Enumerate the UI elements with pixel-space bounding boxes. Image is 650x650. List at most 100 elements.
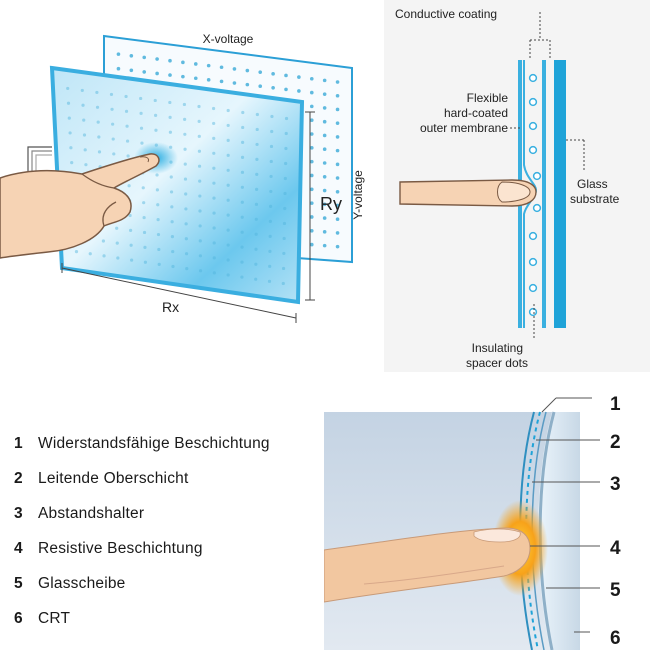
spacer-dot: [128, 213, 132, 218]
spacer-dot: [226, 108, 230, 113]
legend-number: 5: [14, 574, 23, 592]
spacer-dot: [335, 148, 340, 153]
spacer-dot: [254, 262, 258, 266]
legend-text: Glasscheibe: [38, 574, 126, 592]
spacer-dot: [183, 132, 187, 136]
spacer-dot: [183, 162, 187, 166]
cross-section-diagram: Conductive coating Flexible hard-coated …: [384, 0, 650, 372]
spacer-dot: [130, 258, 134, 262]
spacer-dot: [116, 52, 121, 56]
spacer-dot: [74, 250, 79, 254]
spacer-dot: [95, 90, 99, 95]
spacer-dot: [532, 203, 542, 213]
spacer-dot: [528, 73, 538, 83]
spacer-dot: [168, 115, 172, 119]
ry-label: Ry: [320, 194, 342, 214]
spacer-dot: [226, 198, 230, 202]
cross-section-svg: Conductive coating Flexible hard-coated …: [395, 7, 620, 370]
glass-substrate: [554, 60, 566, 328]
spacer-dot: [212, 211, 216, 215]
spacer-dot: [240, 275, 244, 279]
spacer-dot: [297, 75, 301, 79]
spacer-dot: [283, 176, 287, 181]
legend-text: Widerstandsfähige Beschichtung: [38, 434, 270, 452]
spacer-dot: [271, 85, 275, 90]
spacer-dot: [101, 239, 105, 243]
spacer-dot: [197, 119, 201, 123]
spacer-label-2: spacer dots: [466, 356, 528, 370]
spacer-dot: [335, 162, 340, 167]
rx-line: [61, 267, 297, 319]
spacer-dot: [269, 144, 274, 149]
pointing-hand: [0, 153, 160, 259]
spacer-dot: [322, 78, 327, 83]
spacer-dot: [335, 176, 340, 180]
spacer-dot: [116, 256, 120, 260]
spacer-dot: [335, 217, 340, 222]
spacer-dot: [269, 189, 273, 194]
spacer-dot: [154, 113, 158, 117]
spacer-dot: [528, 257, 538, 267]
spacer-dot: [184, 237, 188, 241]
spacer-dot: [240, 155, 245, 159]
spacer-dot: [67, 116, 71, 120]
spacer-dot: [184, 222, 188, 226]
finger: [399, 179, 537, 207]
spacer-dot: [254, 277, 258, 281]
spacer-dot: [70, 161, 74, 165]
spacer-dot: [66, 86, 70, 91]
spacer-dot: [322, 174, 327, 179]
spacer-dot: [240, 260, 244, 264]
spacer-dot: [142, 201, 146, 205]
spacer-dot: [126, 154, 130, 158]
spacer-dot: [240, 215, 244, 219]
spacer-dot: [212, 166, 216, 170]
spacer-dot: [156, 232, 161, 237]
spacer-dot: [142, 70, 147, 74]
spacer-dot: [226, 123, 230, 128]
spacer-dot: [322, 106, 327, 110]
spacer-dot: [168, 100, 172, 105]
spacer-dot: [309, 132, 314, 136]
legend-text: Resistive Beschichtung: [38, 539, 203, 557]
spacer-dot: [198, 269, 203, 273]
legend-number: 4: [14, 539, 23, 557]
glass-label-2: substrate: [570, 192, 620, 206]
spacer-dot: [528, 231, 538, 241]
spacer-dot: [212, 181, 216, 185]
spacer-dot: [212, 196, 216, 200]
conductive-inner-layer: [542, 60, 546, 328]
legend-number: 1: [14, 434, 23, 452]
spacer-dot: [255, 142, 259, 147]
resistive-panel-svg: X-voltage Y-voltage Ry Rx: [0, 32, 365, 323]
spacer-dot: [169, 175, 173, 179]
spacer-dot: [181, 74, 185, 79]
spacer-dot: [197, 164, 202, 168]
spacer-dot: [219, 65, 224, 70]
spacer-dot: [183, 177, 188, 181]
spacer-dot: [528, 145, 538, 155]
spacer-dot: [184, 207, 188, 211]
spacer-dot: [170, 235, 175, 239]
spacer-dot: [240, 185, 244, 189]
spacer-dot: [226, 183, 230, 187]
spacer-dots: [528, 73, 542, 317]
glass-label-1: Glass: [577, 177, 608, 191]
spacer-dot: [143, 245, 147, 249]
spacer-dot: [335, 121, 340, 125]
spacer-dot: [116, 66, 121, 71]
spacer-dot: [240, 245, 244, 249]
spacer-dot: [156, 203, 160, 207]
spacer-dot: [335, 80, 340, 84]
spacer-dot: [129, 53, 134, 58]
spacer-dot: [211, 106, 216, 111]
spacer-dot: [157, 247, 161, 252]
spacer-dot: [226, 258, 230, 262]
spacer-dot: [184, 252, 189, 256]
spacer-dot: [82, 133, 87, 137]
spacer-dot: [169, 190, 174, 194]
spacer-dot: [255, 157, 259, 162]
